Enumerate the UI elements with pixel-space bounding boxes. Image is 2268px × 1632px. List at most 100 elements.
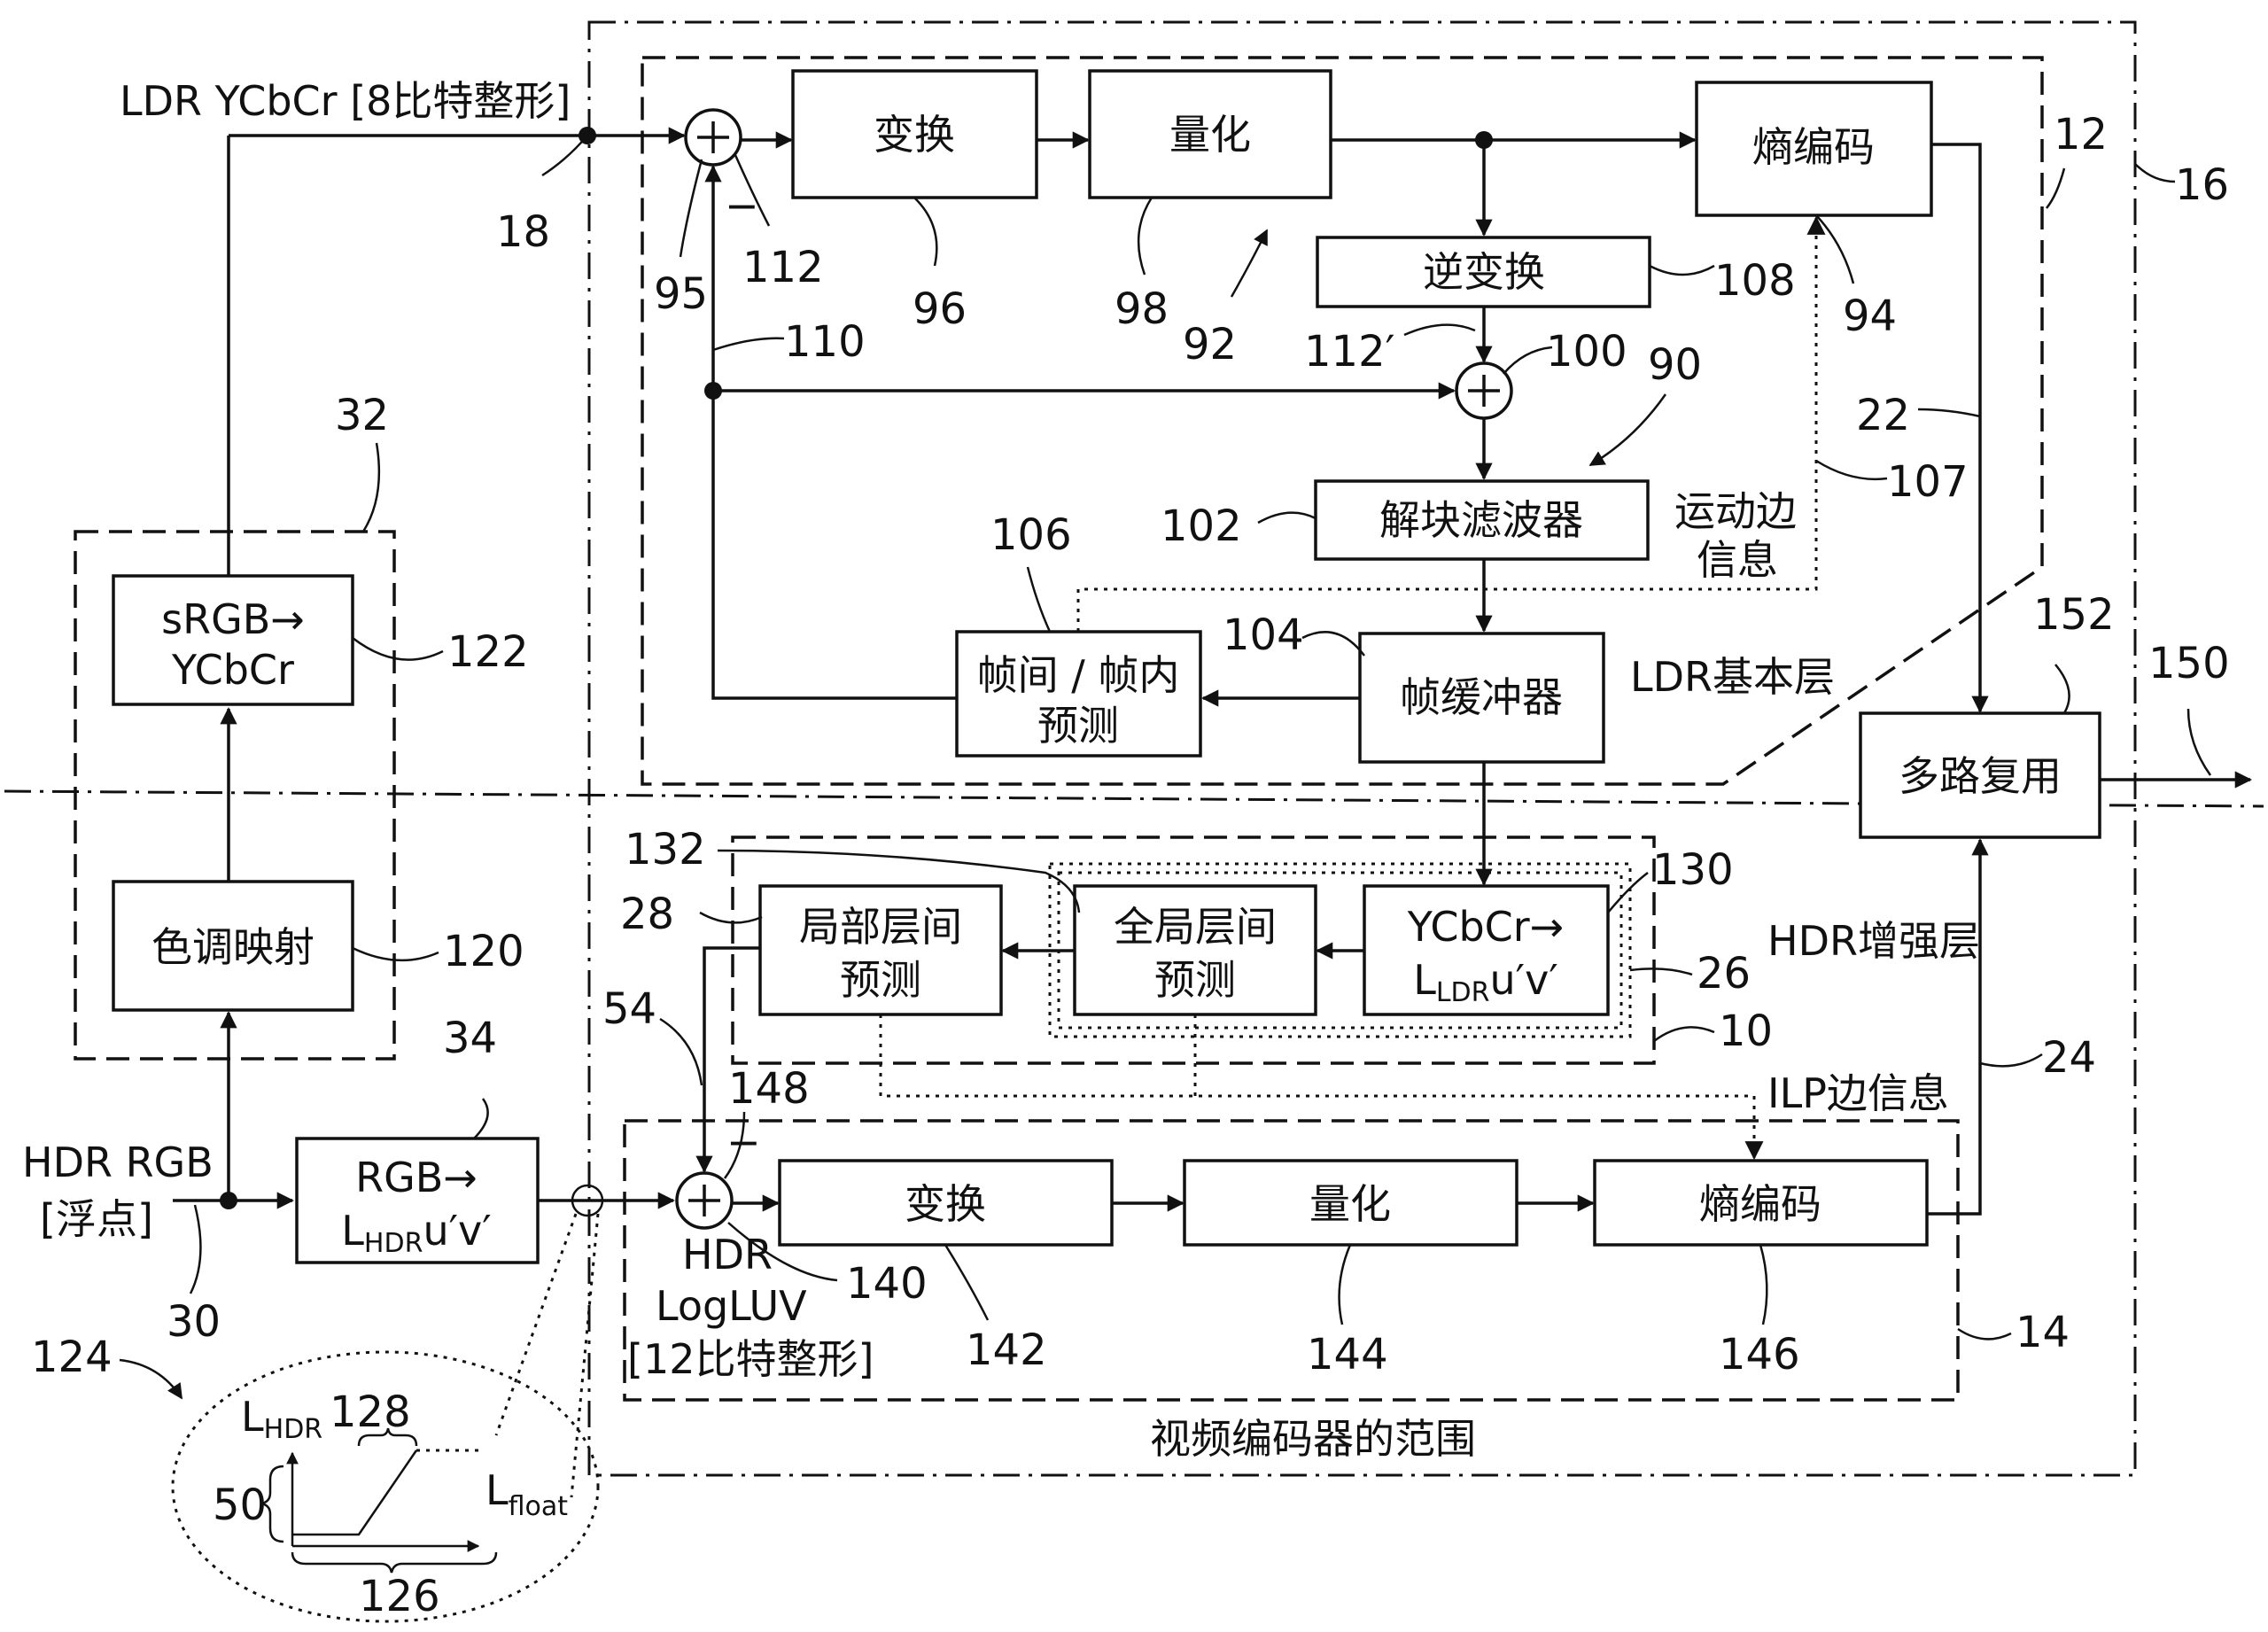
minus-sign-top: − [725, 182, 759, 229]
ycbcr-luv-tail: u′v′ [1490, 956, 1558, 1004]
ldr-input-label: LDR YCbCr [8比特整形] [120, 77, 571, 125]
ref-12: 12 [2054, 110, 2108, 159]
ref-100: 100 [1546, 327, 1627, 377]
multiplex-label: 多路复用 [1899, 752, 2062, 800]
tone-mapping-label: 色调映射 [151, 923, 315, 971]
inset-x-axis-label: Lfloat [485, 1466, 568, 1522]
motion-side-info-label-line1: 运动边 [1674, 487, 1797, 535]
ref-110: 110 [784, 317, 866, 367]
inverse-transform-label: 逆变换 [1423, 248, 1545, 296]
rgb-luv-label-line2: LHDRu′v′ [341, 1207, 491, 1259]
ref-112p: 112′ [1304, 327, 1395, 377]
tone-mapping-block [112, 880, 354, 1012]
ref-132: 132 [625, 825, 706, 874]
leader-144 [1338, 1244, 1352, 1325]
inset-x-l: L [485, 1466, 509, 1514]
local-ilp-label-line1: 局部层间 [799, 903, 962, 951]
rgb-luv-tail: u′v′ [423, 1207, 491, 1255]
ref-90: 90 [1648, 340, 1702, 390]
ref-28: 28 [620, 890, 674, 939]
junction-110 [704, 382, 722, 400]
hdr-logluv-label-line2: LogLUV [656, 1282, 807, 1330]
leader-132 [717, 849, 1081, 913]
ref-104: 104 [1223, 610, 1304, 660]
ycbcr-luv-l: L [1413, 956, 1436, 1004]
hdr-enhancement-layer-frame [623, 1119, 1960, 1402]
ref-124: 124 [31, 1333, 113, 1382]
leader-12 [2046, 167, 2066, 209]
tone-mapping-frame [74, 530, 396, 1061]
leader-102 [1257, 511, 1317, 525]
hdr-logluv-label-line3: [12比特整形] [627, 1335, 874, 1383]
leader-106 [1026, 566, 1052, 633]
quantize-block-bottom [1183, 1159, 1518, 1247]
deblocking-filter-label: 解块滤波器 [1379, 496, 1583, 544]
ref-122: 122 [447, 627, 529, 677]
inset-y-sub: HDR [264, 1414, 323, 1445]
inter-intra-label-line2: 预测 [1037, 702, 1119, 750]
ref-130: 130 [1652, 845, 1734, 895]
srgb-to-ycbcr-block [112, 574, 354, 706]
leader-96 [913, 197, 938, 267]
ycbcr-luv-label-line1: YCbCr→ [1407, 903, 1564, 951]
entropy-bottom-to-mux-line [1927, 838, 1989, 1216]
rgb-luv-sub: HDR [364, 1228, 423, 1259]
global-ilp-label-line2: 预测 [1154, 956, 1236, 1004]
encoder-scope-label: 视频编码器的范围 [1150, 1415, 1476, 1463]
multiplex-block [1859, 711, 2101, 839]
ref-22: 22 [1856, 391, 1910, 440]
rgb-to-luv-block [295, 1137, 540, 1264]
inverse-transform-block [1316, 236, 1651, 308]
ref-32: 32 [335, 391, 389, 440]
ref-140: 140 [846, 1259, 928, 1309]
transform-label-bottom: 变换 [905, 1180, 986, 1228]
entropy-label-top: 熵编码 [1752, 123, 1875, 171]
transform-block-top [791, 69, 1038, 199]
ref-98: 98 [1115, 284, 1169, 334]
local-ilp-block [758, 884, 1003, 1016]
adder-148 [675, 1171, 734, 1230]
ref-150: 150 [2148, 639, 2230, 688]
leader-112p [1403, 323, 1476, 337]
ref-152: 152 [2033, 590, 2115, 640]
leader-95 [679, 159, 703, 258]
hdr-rgb-label-line2: [浮点] [40, 1195, 153, 1243]
ilp-side-info-local-line [879, 1014, 1754, 1098]
leader-92 [1230, 229, 1269, 298]
transform-label-top: 变换 [874, 111, 955, 159]
brace-128 [357, 1427, 418, 1447]
inset-guide-line-top [494, 1213, 578, 1436]
entropy-label-bottom: 熵编码 [1699, 1180, 1821, 1228]
local-ilp-label-line2: 预测 [840, 956, 921, 1004]
encoder-scope-frame [587, 20, 2137, 1477]
adder-95 [684, 108, 742, 167]
ref-54: 54 [602, 984, 656, 1034]
leader-130 [1607, 872, 1649, 913]
ref-95: 95 [654, 269, 708, 319]
leader-14 [1957, 1327, 2012, 1341]
inset-y-l: L [241, 1393, 264, 1441]
leader-146 [1759, 1244, 1768, 1325]
ref-112: 112 [742, 243, 824, 292]
ref-10: 10 [1719, 1006, 1773, 1056]
ref-30: 30 [167, 1297, 221, 1347]
brace-50 [260, 1465, 284, 1543]
leader-28 [699, 911, 763, 924]
ref-16: 16 [2175, 160, 2229, 210]
reference-numerals: 18 95 112 96 98 92 94 108 112′ 100 110 9… [31, 110, 2230, 1621]
global-prediction-dotted-frame [1048, 862, 1632, 1038]
leader-108 [1649, 264, 1715, 276]
ref-126: 126 [359, 1572, 440, 1621]
leader-112 [734, 154, 771, 227]
ref-142: 142 [966, 1325, 1047, 1375]
brace-126 [291, 1551, 498, 1574]
ref-120: 120 [443, 927, 524, 976]
leader-104 [1301, 631, 1365, 657]
leader-150 [2186, 708, 2212, 776]
entropy-to-mux-line [1931, 143, 1989, 713]
leader-90 [1588, 393, 1667, 467]
frame-buffer-label: 帧缓冲器 [1400, 673, 1563, 721]
adder-100 [1455, 361, 1513, 420]
ref-18: 18 [496, 207, 550, 257]
